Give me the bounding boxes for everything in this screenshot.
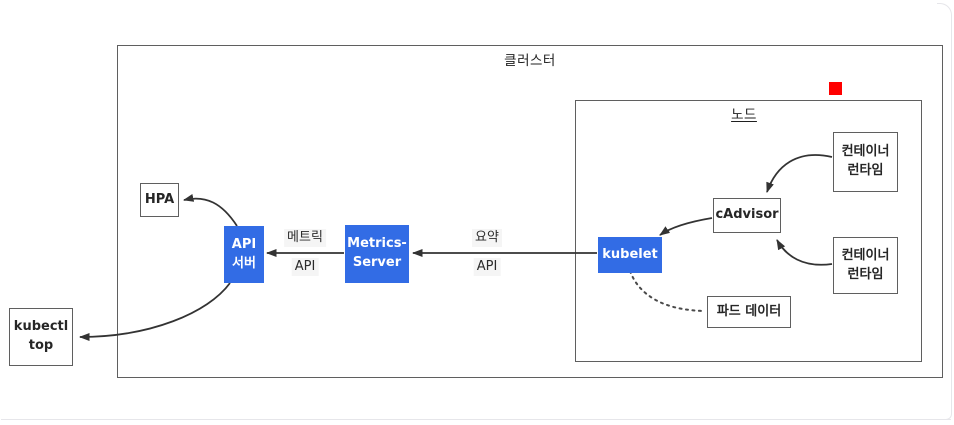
kubectl-top-box: kubectl top (9, 308, 73, 366)
summary-api-label-line1: 요약 (472, 229, 502, 247)
metrics-server-label-line1: Metrics- (347, 236, 407, 252)
node-label: 노드 (727, 106, 761, 124)
api-server-label-line2: 서버 (232, 255, 256, 271)
pod-data-box: 파드 데이터 (707, 296, 791, 328)
metrics-server-label-line2: Server (352, 255, 402, 270)
cluster-frame (117, 45, 943, 378)
page-card-bottom-edge (1, 419, 951, 420)
container-runtime-top-line2: 런타임 (847, 163, 884, 178)
api-server-box: API 서버 (224, 226, 264, 283)
cadvisor-box: cAdvisor (713, 198, 781, 233)
kubelet-label: kubelet (602, 246, 658, 262)
metrics-api-label-line2: API (291, 258, 319, 276)
kubectl-top-line2: top (28, 338, 54, 353)
hpa-box: HPA (140, 183, 179, 217)
node-frame (575, 100, 922, 362)
api-server-label-line1: API (231, 236, 257, 252)
container-runtime-bottom-line1: 컨테이너 (841, 247, 890, 263)
hpa-label: HPA (144, 191, 175, 207)
container-runtime-bottom-box: 컨테이너 런타임 (833, 237, 898, 294)
container-runtime-top-line1: 컨테이너 (841, 144, 890, 160)
metrics-server-box: Metrics- Server (345, 225, 409, 283)
cadvisor-label: cAdvisor (715, 207, 779, 223)
kubelet-box: kubelet (598, 237, 662, 273)
pod-data-label: 파드 데이터 (716, 303, 782, 319)
red-marker-square (829, 82, 842, 95)
container-runtime-bottom-line2: 런타임 (847, 266, 884, 282)
cluster-label: 클러스터 (500, 52, 560, 70)
container-runtime-top-box: 컨테이너 런타임 (833, 132, 898, 192)
kubectl-top-line1: kubectl (13, 319, 69, 335)
metrics-api-label-line1: 메트릭 (284, 229, 326, 247)
summary-api-label-line2: API (473, 258, 501, 276)
